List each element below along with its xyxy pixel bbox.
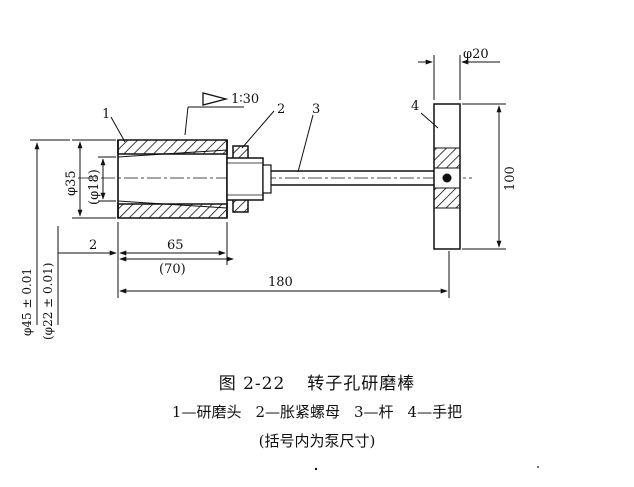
taper-label: 1∶30 (231, 92, 259, 107)
dim-bore (30, 139, 70, 325)
dim-handle-thickness (418, 55, 500, 100)
figure-note: (括号内为泵尺寸) (258, 432, 376, 450)
head-length-label: 65 (167, 238, 184, 253)
total-length-label: 180 (268, 275, 293, 290)
stop-offset-label: 2 (89, 238, 97, 253)
figure-number: 图 2-22 (218, 374, 286, 394)
handle (433, 103, 461, 250)
handle-thickness-label: φ20 (463, 47, 489, 62)
callout-part-2: 2 (277, 102, 285, 117)
figure-title: 转子孔研磨棒 (307, 374, 416, 394)
handle-height-label: 100 (503, 166, 518, 191)
inner-diameter-label: (φ18) (87, 169, 102, 205)
taper-symbol (184, 92, 244, 136)
outer-diameter-label: φ35 (64, 170, 79, 196)
dim-head-diameters (72, 139, 116, 219)
legend-item-4: 4—手把 (407, 403, 463, 421)
lapping-head (117, 139, 228, 219)
figure-legend: 1—研磨头 2—胀紧螺母 3—杆 4—手把 (0, 401, 634, 422)
figure-caption: 图 2-22 转子孔研磨棒 (0, 369, 634, 394)
callout-part-4: 4 (411, 99, 419, 114)
scan-speck (314, 467, 318, 471)
bore-diameter-pump-label: (φ22 ± 0.01) (41, 263, 55, 340)
head-length-pump-label: (70) (159, 262, 186, 277)
scan-speck (537, 466, 539, 468)
dim-total-length (119, 251, 450, 298)
callout-leaders (110, 110, 439, 173)
dim-head-length (58, 222, 234, 298)
callout-part-1: 1 (102, 107, 110, 122)
bore-diameter-label: φ45 ± 0.01 (20, 268, 34, 336)
legend-item-1: 1—研磨头 (171, 403, 242, 421)
callout-part-3: 3 (312, 102, 320, 117)
dim-handle-height (462, 103, 506, 250)
expansion-nut (226, 145, 272, 213)
legend-item-2: 2—胀紧螺母 (255, 403, 340, 421)
legend-item-3: 3—杆 (354, 403, 394, 421)
